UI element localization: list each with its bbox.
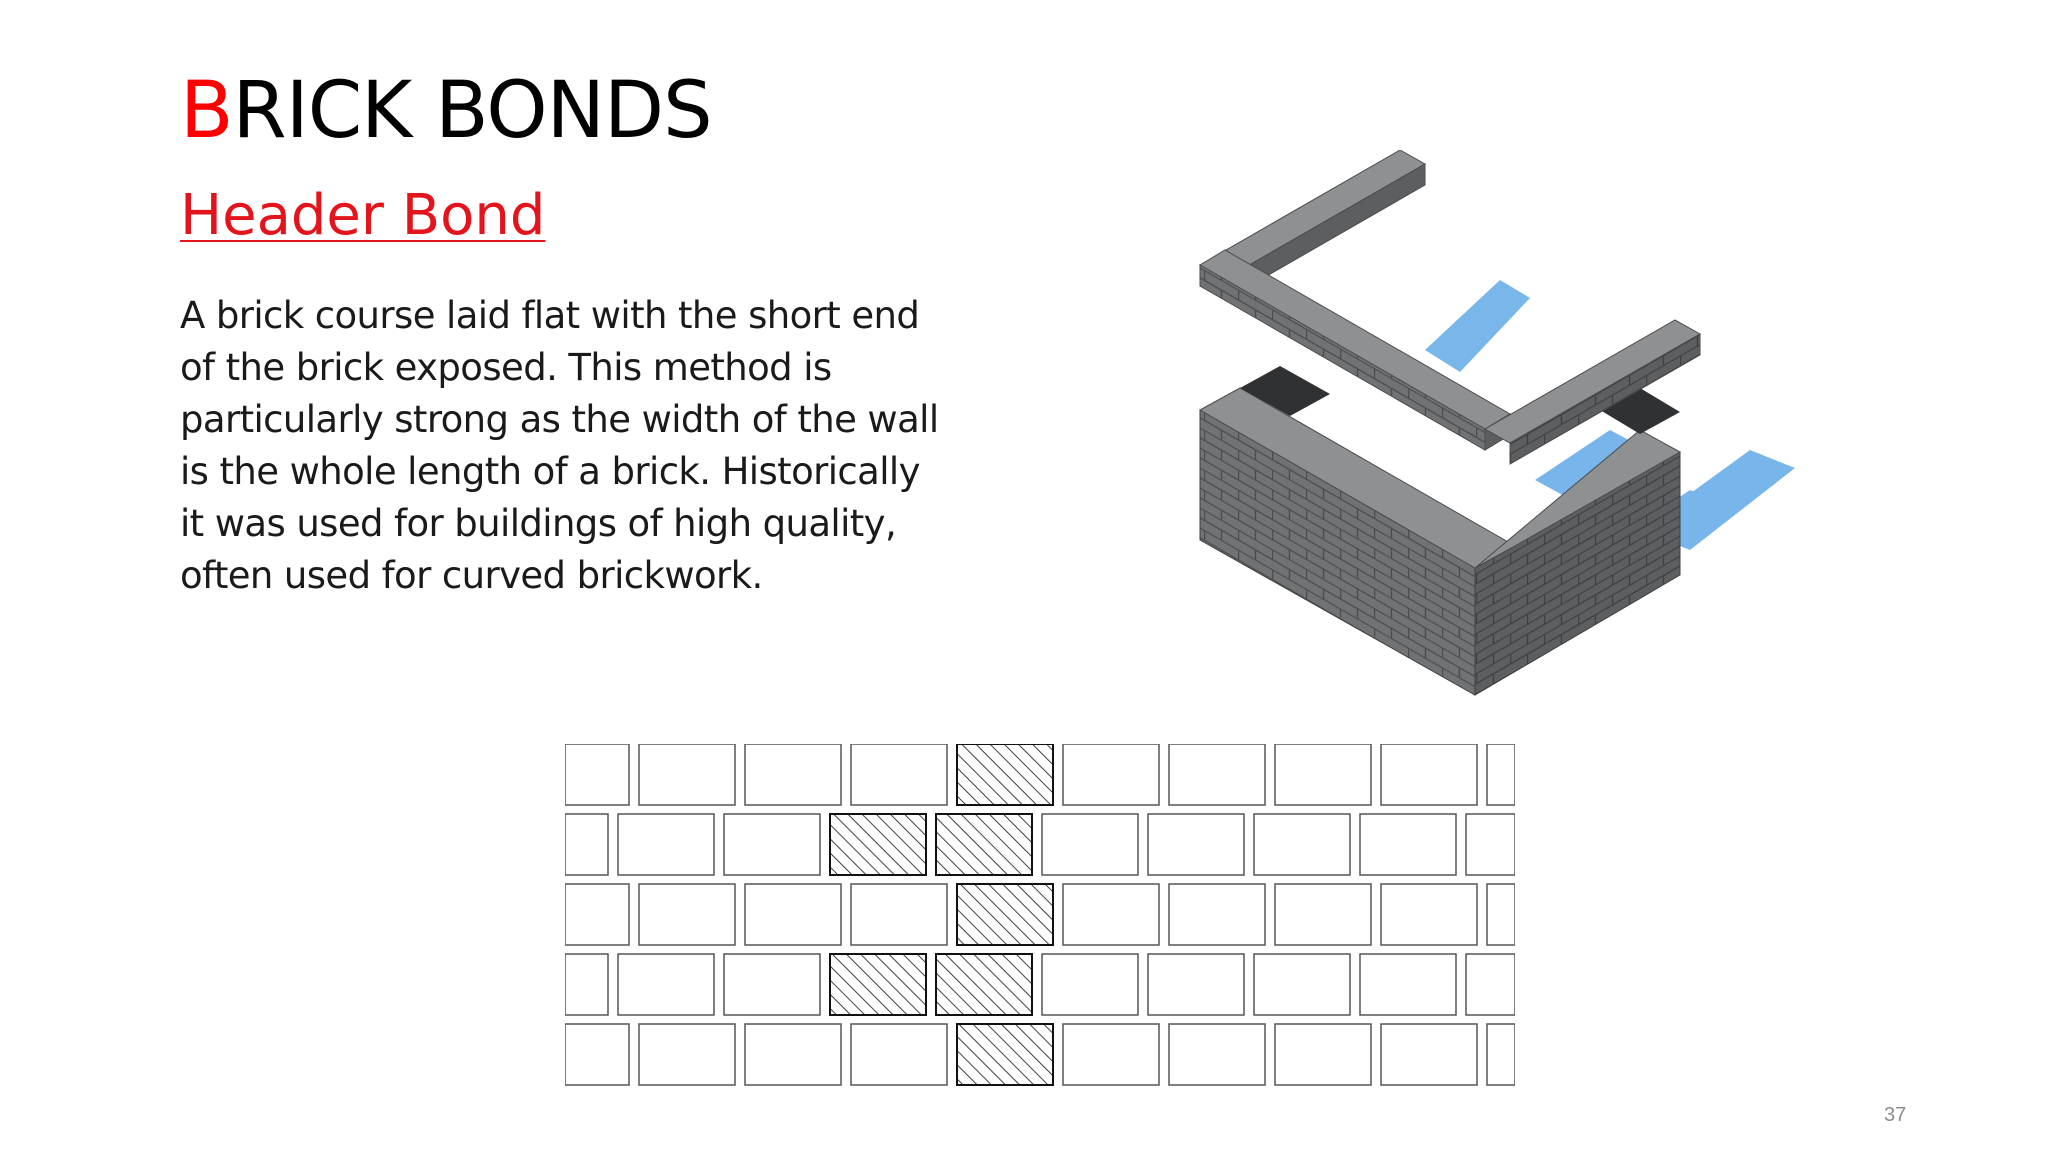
header-brick: [1062, 883, 1160, 946]
header-brick: [565, 953, 609, 1016]
header-brick: [723, 813, 821, 876]
header-brick: [1168, 744, 1266, 806]
header-brick: [565, 1023, 630, 1086]
header-brick: [1465, 953, 1515, 1016]
header-brick: [638, 1023, 736, 1086]
isometric-header-bond-illustration: [1198, 150, 1795, 696]
header-brick: [723, 953, 821, 1016]
header-brick: [1274, 883, 1372, 946]
slide-title: BRICK BONDS: [180, 64, 713, 158]
header-brick: [744, 1023, 842, 1086]
hatched-header-brick: [829, 953, 927, 1016]
header-brick: [565, 813, 609, 876]
header-brick: [744, 883, 842, 946]
header-bond-elevation-diagram: [565, 744, 1515, 1086]
header-brick: [1147, 813, 1245, 876]
header-brick: [1380, 1023, 1478, 1086]
title-first-letter: B: [180, 66, 234, 156]
header-brick: [850, 1023, 948, 1086]
header-brick: [638, 744, 736, 806]
header-brick: [1274, 744, 1372, 806]
body-paragraph: A brick course laid flat with the short …: [180, 294, 939, 597]
header-brick: [565, 744, 630, 806]
header-brick: [1274, 1023, 1372, 1086]
header-brick: [1380, 744, 1478, 806]
header-brick: [1168, 883, 1266, 946]
header-brick: [1041, 813, 1139, 876]
header-brick: [1062, 744, 1160, 806]
title-rest: RICK BONDS: [232, 66, 713, 156]
slide-subtitle: Header Bond: [180, 183, 546, 248]
header-brick: [850, 744, 948, 806]
page-number: 37: [1884, 1104, 1907, 1126]
header-brick: [1253, 813, 1351, 876]
header-brick: [1486, 883, 1515, 946]
header-brick: [1380, 883, 1478, 946]
header-brick: [1486, 744, 1515, 806]
header-brick: [1253, 953, 1351, 1016]
hatched-header-brick: [829, 813, 927, 876]
hatched-header-brick: [956, 1023, 1054, 1086]
top-course-front: [1483, 319, 1702, 465]
header-brick: [565, 883, 630, 946]
header-brick: [1465, 813, 1515, 876]
header-brick: [1062, 1023, 1160, 1086]
header-brick: [744, 744, 842, 806]
header-brick: [638, 883, 736, 946]
hatched-header-brick: [935, 953, 1033, 1016]
hatched-header-brick: [956, 883, 1054, 946]
header-brick: [1147, 953, 1245, 1016]
hatched-header-brick: [956, 744, 1054, 806]
header-brick: [617, 953, 715, 1016]
header-brick: [1041, 953, 1139, 1016]
header-brick: [850, 883, 948, 946]
header-brick: [1486, 1023, 1515, 1086]
header-brick: [1359, 813, 1457, 876]
header-brick: [617, 813, 715, 876]
header-brick: [1359, 953, 1457, 1016]
hatched-header-brick: [935, 813, 1033, 876]
header-brick: [1168, 1023, 1266, 1086]
